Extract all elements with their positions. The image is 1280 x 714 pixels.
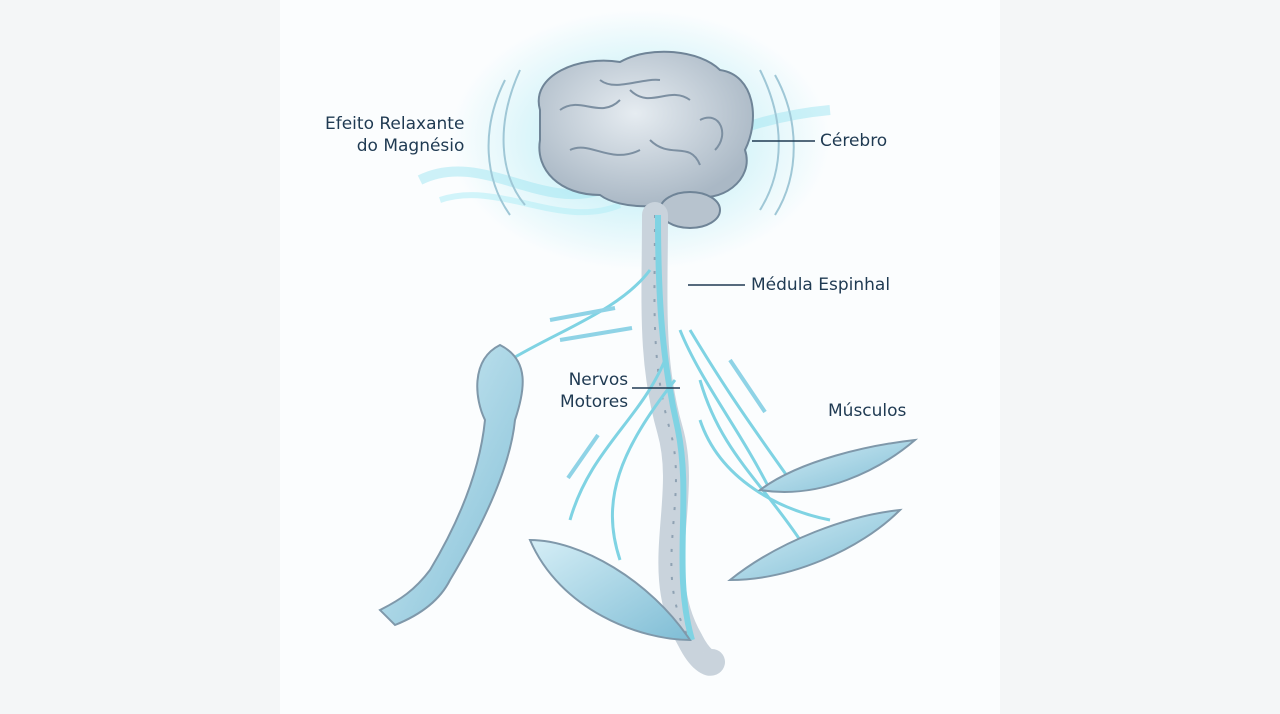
brain-label: Cérebro	[820, 131, 888, 151]
flow-arrows	[549, 306, 767, 480]
muscles	[528, 438, 919, 642]
spinal-column	[641, 202, 725, 676]
motor-nerves-line2: Motores	[560, 392, 629, 412]
spinal-cord-label: Médula Espinhal	[751, 275, 891, 295]
brain	[537, 50, 754, 229]
motor-nerves-label: Nervos Motores	[560, 369, 628, 413]
motor-nerves-line1: Nervos	[568, 370, 629, 390]
muscles-label: Músculos	[828, 401, 907, 421]
leader-lines	[632, 140, 815, 389]
magnesium-effect-line2: do Magnésio	[356, 136, 465, 156]
magnesium-effect-line1: Efeito Relaxante	[325, 114, 465, 134]
arm	[378, 343, 524, 627]
motor-nerves	[509, 269, 831, 561]
magnesium-effect-label: Efeito Relaxante do Magnésio	[325, 113, 464, 157]
